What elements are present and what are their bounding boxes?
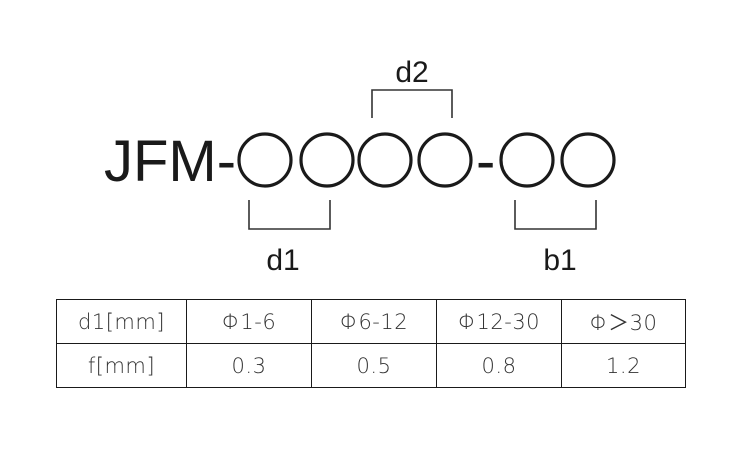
b1-bracket <box>514 200 597 230</box>
b1-label: b1 <box>543 244 576 277</box>
table-cell: 0.3 <box>186 343 312 388</box>
part-number-diagram: JFM- - d2 d1 b1 <box>104 56 616 277</box>
d2-bracket <box>371 89 453 118</box>
code-separator-dash: - <box>476 129 495 194</box>
table-cell: 1.2 <box>561 343 686 388</box>
table-row: f[mm] 0.3 0.5 0.8 1.2 <box>56 343 686 388</box>
code-slot-6 <box>560 132 616 188</box>
code-slot-5 <box>499 132 555 188</box>
d2-label: d2 <box>395 56 428 89</box>
table-cell: Φ6-12 <box>311 299 437 344</box>
table-cell: Φ1-6 <box>186 299 312 344</box>
d1-label: d1 <box>266 244 299 277</box>
table-cell: Φ12-30 <box>436 299 562 344</box>
row-header-f: f[mm] <box>56 343 187 388</box>
model-prefix: JFM- <box>104 129 236 194</box>
code-slot-3 <box>357 132 413 188</box>
table-cell: Φ＞30 <box>561 299 686 344</box>
table-cell: 0.8 <box>436 343 562 388</box>
code-slot-1 <box>237 132 293 188</box>
table-row: d1[mm] Φ1-6 Φ6-12 Φ12-30 Φ＞30 <box>56 299 686 344</box>
row-header-d1: d1[mm] <box>56 299 187 344</box>
spec-table: d1[mm] Φ1-6 Φ6-12 Φ12-30 Φ＞30 f[mm] 0.3 … <box>56 299 686 388</box>
code-slot-2 <box>299 132 355 188</box>
table-cell: 0.5 <box>311 343 437 388</box>
code-slot-4 <box>417 132 473 188</box>
d1-bracket <box>248 200 331 230</box>
